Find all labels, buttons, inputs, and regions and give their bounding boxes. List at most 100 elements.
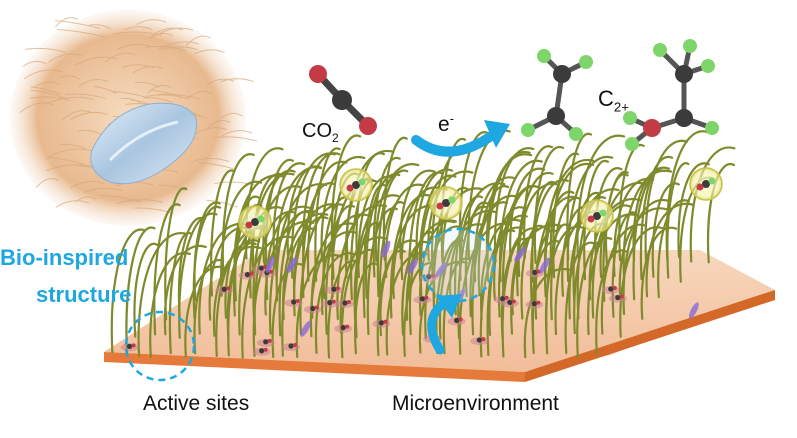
fur-strand [158,184,186,191]
co2-bubble [580,199,614,233]
fiber-strand [354,262,379,355]
fiber-strand [193,258,225,355]
fiber-strand [458,222,511,355]
fur-strand [58,75,81,80]
fur-strand [152,89,182,99]
fiber-strand [572,191,601,302]
fiber-strand [153,203,181,336]
fur-strand [75,196,97,203]
fiber-strand [583,159,609,281]
fur-strand [77,79,108,88]
fiber-strand [531,180,556,284]
fiber-strand [149,251,191,358]
fiber-strand [295,254,342,359]
fur-strand [213,136,258,142]
fur-strand [123,26,153,31]
active-site-marker [215,286,234,295]
fur-strand [198,162,236,170]
ethanol-molecule-icon [623,39,719,151]
fiber-strand [454,195,484,316]
fiber-strand [353,194,400,321]
fiber-strand [264,158,294,284]
fiber-strand [509,167,546,262]
fiber-strand [309,230,358,338]
fur-strand [33,81,61,88]
fur-strand [29,96,71,102]
c2-subscript: 2+ [613,99,629,115]
fiber-strand [278,210,310,337]
fur-strand [56,29,106,38]
fiber-strand [564,241,596,354]
fur-strand [70,111,109,120]
fur-strand [136,19,167,26]
electron-arrow-icon [411,129,499,157]
co2-subscript: 2 [332,131,339,145]
fur-strand [149,32,173,40]
fur-strand [55,20,101,29]
fur-strand [48,53,83,63]
fiber-strand [178,212,218,339]
c2-main-text: C [598,86,614,111]
fiber-strand [314,252,355,354]
fiber-strand [550,196,581,321]
fiber-strand [485,153,533,261]
fur-photo-inset [10,10,258,226]
fur-strand [116,43,152,51]
active-site-marker [303,305,322,314]
fur-strand [147,84,171,94]
fiber-strand [566,155,614,283]
active-site-marker [252,347,271,356]
fiber-strand [168,231,193,355]
co2-bubble [238,205,272,239]
fur-strand [188,91,212,99]
fur-strand [120,97,141,104]
fur-strand [99,194,143,203]
active-site-marker [320,299,339,308]
c2-plus-label: C2+ [598,86,629,114]
fiber-strand [618,207,668,301]
fur-strand [145,45,186,52]
fur-strand [116,199,163,205]
fur-strand [158,41,199,50]
active-sites-label: Active sites [143,392,250,415]
fiber-strand [306,160,348,282]
fiber-strand [340,248,376,359]
fiber-strand [241,235,294,359]
fiber-strand [523,267,572,359]
fur-strand [23,69,63,80]
fur-strand [58,143,86,150]
electrolyte-drop [286,256,298,274]
fiber-strand [376,169,409,298]
fiber-strand [520,224,544,320]
fiber-strand [619,226,664,338]
electrolyte-drop [514,246,527,262]
fiber-strand [479,226,524,358]
fiber-strand [595,249,627,355]
fiber-strand [534,195,579,320]
fur-strand [206,78,235,86]
electrolyte-drop [381,240,391,258]
co2-bubble [429,186,463,220]
electron-main-text: e [438,113,450,136]
fur-strand [146,94,190,100]
fur-strand [220,78,254,83]
fiber-strand [314,147,341,282]
co2-main-text: CO [302,120,332,142]
fiber-strand [220,180,263,297]
fur-strand [25,47,67,53]
co2-formula-label: CO2 [302,120,339,145]
fiber-strand [401,240,429,336]
fiber-strand [408,231,434,336]
fiber-strand [632,169,666,301]
fur-strand [65,93,106,100]
active-site-marker [500,299,519,308]
fiber-strand [493,206,526,301]
fiber-strand [110,228,146,354]
fur-strand [221,130,253,137]
fiber-strand [523,145,554,259]
fur-strand [89,24,112,30]
active-site-marker [525,269,544,278]
electron-label: e- [438,112,454,137]
fiber-strand [366,207,398,336]
fiber-strand [645,202,695,298]
